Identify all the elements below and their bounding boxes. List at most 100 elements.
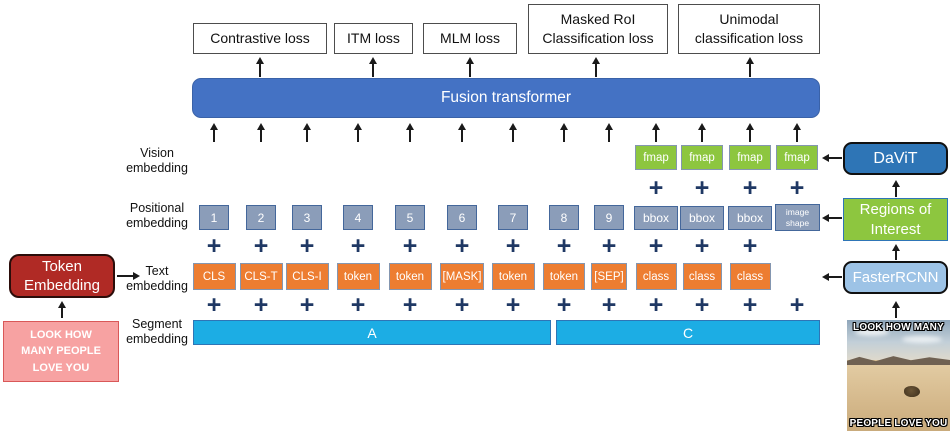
plus-sign: + [648,232,664,260]
arrow-up-fusion-5 [461,128,463,142]
segment-bar-a: A [193,320,551,345]
arrow-up-fusion-2-head [303,123,311,130]
plus-sign: + [742,232,758,260]
text-cell-class: class [682,263,722,290]
meme-cloud [902,336,942,343]
text-cell-token: token [388,263,432,290]
plus-sign: + [694,291,710,319]
positional-embedding-label: Positional embedding [126,201,188,231]
vision-cell-fmap: fmap [681,145,723,170]
arrow-left-roi [827,217,842,219]
arrow-up-fusion-11 [749,128,751,142]
arrow-right-token-embedding [117,275,135,277]
plus-sign: + [299,291,315,319]
arrow-up-text-to-token-embedding [61,306,63,318]
arrow-up-loss-3-head [592,57,600,64]
plus-sign: + [454,232,470,260]
plus-sign: + [505,232,521,260]
arrow-up-loss-0 [259,62,261,77]
plus-sign: + [601,232,617,260]
text-cell-MASK: [MASK] [440,263,484,290]
meme-desert [847,365,950,431]
text-cell-CLS-T: CLS-T [239,263,283,290]
arrow-up-fusion-11-head [746,123,754,130]
text-cell-SEP: [SEP] [591,263,627,290]
plus-sign: + [601,291,617,319]
arrow-up-fusion-8 [608,128,610,142]
input-text-box: LOOK HOW MANY PEOPLE LOVE YOU [3,321,119,382]
text-cell-token: token [336,263,380,290]
vision-cell-fmap: fmap [729,145,771,170]
segment-bar-c: C [556,320,820,345]
meme-mountains [847,356,950,367]
arrow-up-fusion-12 [796,128,798,142]
plus-sign: + [350,291,366,319]
faster-rcnn-box: FasterRCNN [843,261,948,294]
text-cell-token: token [543,263,585,290]
arrow-up-loss-2-head [466,57,474,64]
positional-cell-3: 3 [292,205,322,230]
fusion-transformer-box: Fusion transformer [192,78,820,118]
arrow-up-roi-to-davit [895,185,897,197]
positional-cell-bbox: bbox [680,206,724,230]
arrow-up-frcnn-to-roi [895,249,897,260]
arrow-up-fusion-4-head [406,123,414,130]
positional-cell-9: 9 [594,205,624,230]
plus-sign: + [206,232,222,260]
arrow-up-fusion-6-head [509,123,517,130]
regions-of-interest-box: Regions of Interest [843,198,948,241]
text-embedding-label: Text embedding [126,264,188,294]
plus-sign: + [206,291,222,319]
plus-sign: + [694,232,710,260]
positional-cell-2: 2 [246,205,276,230]
meme-cloud [855,328,889,336]
positional-cell-image-shape: image shape [775,204,820,231]
arrow-up-fusion-12-head [793,123,801,130]
vision-cell-fmap: fmap [635,145,677,170]
arrow-up-loss-4-head [746,57,754,64]
text-cell-token: token [491,263,535,290]
arrow-left-davit [827,157,842,159]
text-cell-CLS: CLS [192,263,236,290]
plus-sign: + [556,291,572,319]
arrow-up-loss-2 [469,62,471,77]
arrow-up-fusion-9 [655,128,657,142]
plus-sign: + [556,232,572,260]
arrow-up-fusion-7 [563,128,565,142]
arrow-up-frcnn-to-roi-head [892,244,900,251]
arrow-left-roi-head [822,214,829,222]
arrow-up-loss-1-head [369,57,377,64]
plus-sign: + [648,291,664,319]
arrow-up-fusion-3-head [354,123,362,130]
mlm-loss-box: MLM loss [423,23,517,54]
plus-sign: + [253,232,269,260]
arrow-up-fusion-9-head [652,123,660,130]
unimodal-loss-box: Unimodal classification loss [678,4,820,54]
plus-sign: + [742,174,758,202]
plus-sign: + [253,291,269,319]
plus-sign: + [350,232,366,260]
plus-sign: + [694,174,710,202]
plus-sign: + [402,291,418,319]
arrow-left-davit-head [822,154,829,162]
text-cell-CLS-I: CLS-I [285,263,329,290]
arrow-up-loss-4 [749,62,751,77]
meme-tumbleweed [904,386,920,397]
meme-bottom-text: PEOPLE LOVE YOU [849,418,948,429]
arrow-up-loss-1 [372,62,374,77]
itm-loss-box: ITM loss [334,23,413,54]
arrow-up-fusion-5-head [458,123,466,130]
arrow-up-image-to-frcnn [895,306,897,318]
arrow-up-fusion-7-head [560,123,568,130]
arrow-up-loss-3 [595,62,597,77]
arrow-up-fusion-10-head [698,123,706,130]
text-cell-class: class [635,263,677,290]
positional-cell-8: 8 [549,205,579,230]
arrow-right-token-embedding-head [133,272,140,280]
meme-image: LOOK HOW MANY PEOPLE LOVE YOU [847,320,950,431]
masked-roi-loss-box: Masked RoI Classification loss [528,4,668,54]
positional-cell-5: 5 [395,205,425,230]
vision-embedding-label: Vision embedding [126,146,188,176]
arrow-up-fusion-8-head [605,123,613,130]
